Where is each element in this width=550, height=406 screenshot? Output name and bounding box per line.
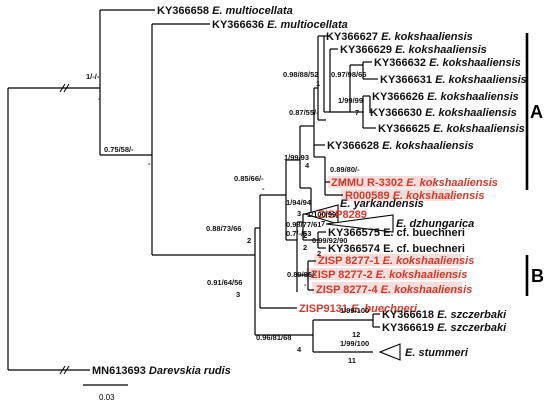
support-value: - — [148, 159, 151, 168]
tip-label: KY366631 E. kokshaaliensis — [380, 74, 527, 86]
tip-label: KY366618 E. szczerbaki — [382, 309, 507, 321]
support-value: 0.89/86/- — [287, 270, 317, 279]
collapsed-clade-yarkandensis — [303, 204, 339, 225]
tip-label: KY366630 E. kokshaaliensis — [370, 107, 517, 119]
collapsed-clade-dzhungarica — [325, 214, 394, 233]
tip-label: E. stummeri — [405, 347, 469, 359]
support-value: 0.96/81/68 — [256, 333, 291, 342]
support-value: 0.75/58/- — [104, 145, 134, 154]
highlight-box-zisp8277-1 — [314, 254, 462, 266]
support-value: 2 — [303, 243, 307, 252]
tip-label-highlighted: ZISP 8277-2 E. kokshaaliensis — [311, 269, 467, 281]
highlight-box-zmmu-r3302 — [328, 176, 436, 188]
support-value: 1/100/99 — [307, 210, 336, 219]
support-value: 7 — [321, 219, 325, 228]
support-value: 4 — [305, 161, 310, 170]
tip-label: E. dzhungarica — [396, 218, 474, 230]
tip-label: KY366629 E. kokshaaliensis — [340, 44, 487, 56]
support-value: 3 — [236, 290, 240, 299]
support-value: 1/99/100 — [340, 339, 369, 348]
support-value: 0.98/77/61 — [286, 220, 321, 229]
support-value: - — [262, 184, 265, 193]
support-value: 3 — [297, 209, 301, 218]
support-value: - — [304, 280, 307, 289]
highlight-box-zisp8277-4 — [312, 282, 462, 294]
support-value: - — [98, 94, 101, 103]
tip-label-highlighted: ZMMU R-3302 E. kokshaaliensis — [331, 177, 498, 189]
support-value: 0.88/73/66 — [206, 224, 241, 233]
tip-label: KY366575 E. cf. buechneri — [328, 227, 465, 239]
clade-label-a: A — [530, 102, 543, 122]
tip-label: KY366574 E. cf. buechneri — [328, 243, 465, 255]
support-value: - — [312, 121, 315, 130]
support-value: - — [342, 177, 345, 186]
support-value: 0.97/98/66 — [331, 70, 366, 79]
support-value: 0.87/55/- — [289, 108, 319, 117]
support-value: 0.7/-/53 — [286, 229, 311, 238]
support-value: 1/99/93 — [284, 153, 309, 162]
support-value: 1/99/99 — [338, 96, 363, 105]
tip-label: MN613693 Darevskia rudis — [92, 365, 231, 377]
support-value: 1/99/100 — [340, 306, 369, 315]
highlight-box-zisp8277-2 — [306, 268, 458, 280]
support-value: 0.89/80/- — [330, 165, 360, 174]
tip-label-highlighted: ZISP 8277-1 E. kokshaaliensis — [318, 255, 474, 267]
tip-label: KY366658 E. multiocellata — [157, 5, 293, 17]
support-value: 1 — [316, 79, 320, 88]
clade-label-b: B — [531, 266, 544, 286]
tip-label: KY366626 E. kokshaaliensis — [372, 91, 519, 103]
tip-label: KY366625 E. kokshaaliensis — [378, 123, 525, 135]
highlight-box-r000589 — [341, 189, 455, 201]
support-value: 0.85/66/- — [234, 174, 264, 183]
tip-label-highlighted: ZISP 8277-4 E. kokshaaliensis — [316, 284, 472, 296]
support-value: 2 — [303, 231, 307, 240]
support-value: 11 — [348, 356, 356, 365]
support-value: 2 — [247, 236, 251, 245]
tip-label-highlighted: ZISP8289 — [318, 209, 367, 221]
tip-label: KY366632 E. kokshaaliensis — [374, 57, 521, 69]
tip-label: KY366619 E. szczerbaki — [382, 322, 507, 334]
tree-branches — [7, 9, 380, 371]
support-value: 1/94/94 — [286, 198, 312, 207]
support-value: 4 — [297, 345, 302, 354]
support-value: 2 — [317, 249, 321, 258]
support-value: 1/-/- — [86, 72, 100, 81]
branch-break-marks — [59, 83, 70, 375]
tip-label: KY366636 E. multiocellata — [212, 19, 348, 31]
scale-bar-label: 0.03 — [99, 393, 115, 402]
support-value: 0.99/92/90 — [312, 236, 347, 245]
support-value: 0.91/64/56 — [207, 278, 242, 287]
tip-label: E. yarkandensis — [340, 198, 424, 210]
support-value: 7 — [355, 108, 359, 117]
support-value: 12 — [352, 330, 360, 339]
collapsed-clade-stummeri — [378, 343, 401, 361]
tip-label-highlighted: R000589 E. kokshaaliensis — [345, 190, 484, 202]
tip-label: KY366628 E. kokshaaliensis — [327, 140, 474, 152]
tip-label: KY366627 E. kokshaaliensis — [326, 31, 473, 43]
support-value: 0.98/88/52 — [283, 70, 318, 79]
support-values: 1/-/- - 0.75/58/- - 0.98/88/52 1 0.97/98… — [86, 70, 369, 365]
tip-label-highlighted: ZISP9131 E. buechneri — [299, 303, 418, 315]
